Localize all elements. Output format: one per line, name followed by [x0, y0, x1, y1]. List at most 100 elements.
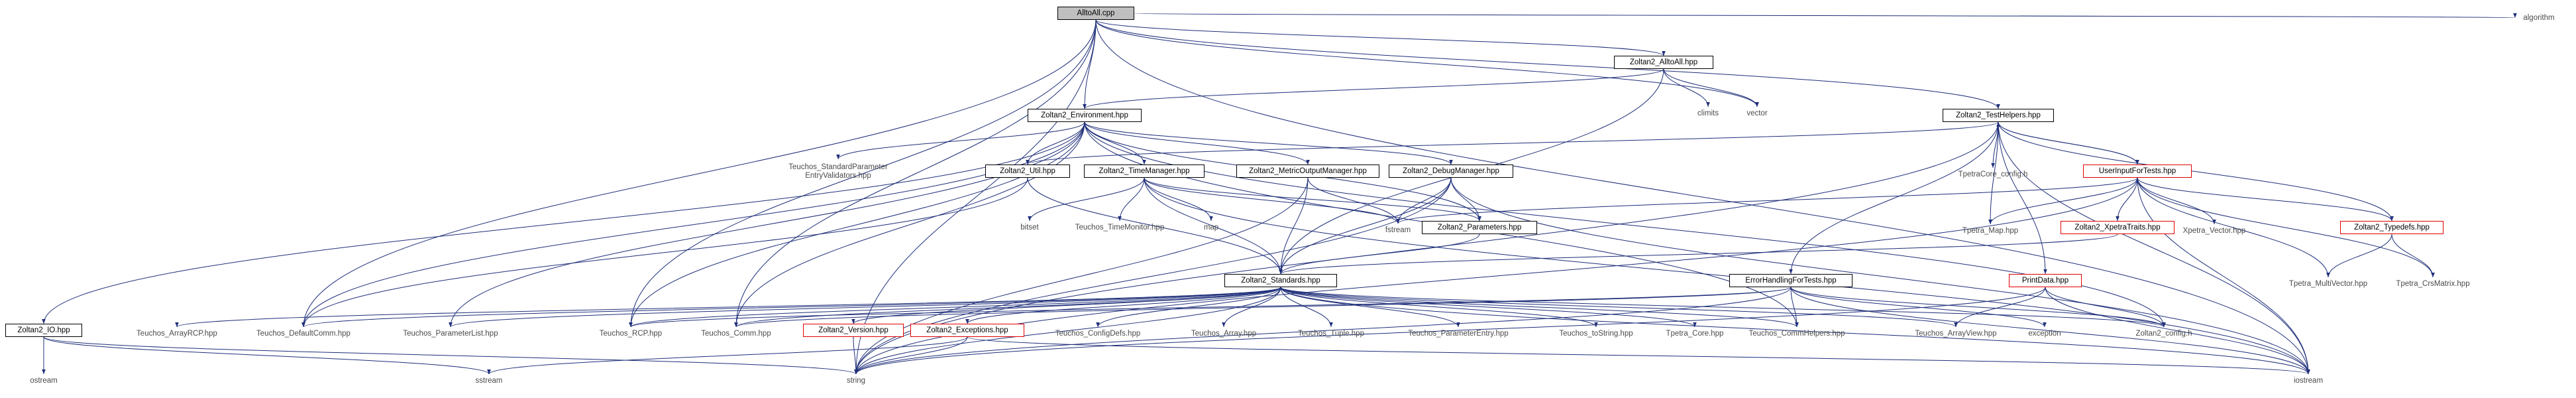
edge-zoltan2_exceptions-to-iostream	[967, 336, 2310, 375]
node-teuchos-arrayrcp[interactable]: Teuchos_ArrayRCP.hpp	[136, 329, 217, 338]
edge-zoltan2_environment-to-zoltan2_io	[42, 121, 1085, 324]
edge-alltoall_cpp-to-zoltan2_alltoall	[1095, 19, 1666, 56]
node-teuchos-rcp[interactable]: Teuchos_RCP.hpp	[599, 329, 663, 338]
node-tpetra-multivector[interactable]: Tpetra_MultiVector.hpp	[2288, 279, 2368, 288]
edge-userinputfortests-to-fstream	[1396, 177, 2138, 224]
node-map[interactable]: map	[1203, 223, 1219, 232]
node-zoltan2-typedefs[interactable]: Zoltan2_Typedefs.hpp	[2340, 221, 2443, 234]
node-teuchos-commhelpers[interactable]: Teuchos_CommHelpers.hpp	[1748, 329, 1845, 338]
node-exception[interactable]: exception	[2028, 329, 2061, 338]
node-zoltan2-alltoall[interactable]: Zoltan2_AlltoAll.hpp	[1614, 56, 1713, 69]
edge-zoltan2_environment-to-teuchos_defaultcomm	[301, 121, 1085, 328]
node-zoltan2-timemanager[interactable]: Zoltan2_TimeManager.hpp	[1084, 165, 1205, 178]
node-teuchos-standard-parameter-entry-validators[interactable]: Teuchos_StandardParameter EntryValidator…	[788, 163, 888, 180]
node-fstream[interactable]: fstream	[1385, 226, 1411, 234]
edge-errorhandlingfortests-to-teuchos_commhelpers	[1790, 287, 1799, 328]
node-zoltan2-io[interactable]: Zoltan2_IO.hpp	[5, 324, 82, 337]
edge-zoltan2_standards-to-teuchos_parameterlist	[449, 287, 1281, 328]
node-teuchos-parameterlist[interactable]: Teuchos_ParameterList.hpp	[403, 329, 498, 338]
edge-alltoall_cpp-to-string	[854, 19, 1097, 375]
node-iostream[interactable]: iostream	[2293, 376, 2324, 385]
node-teuchos-arrayview[interactable]: Teuchos_ArrayView.hpp	[1915, 329, 1997, 338]
node-sstream[interactable]: sstream	[475, 376, 503, 385]
node-teuchos-array[interactable]: Teuchos_Array.hpp	[1191, 329, 1257, 338]
edge-userinputfortests-to-iostream	[2137, 177, 2310, 375]
edge-zoltan2_standards-to-zoltan2_version	[851, 287, 1281, 324]
edge-zoltan2_typedefs-to-tpetra_multivector	[2326, 233, 2392, 278]
edge-zoltan2_testhelpers-to-tpetracore_config	[1991, 121, 1999, 168]
node-teuchos-timemonitor[interactable]: Teuchos_TimeMonitor.hpp	[1075, 223, 1165, 232]
edge-zoltan2_testhelpers-to-zoltan2_util	[1026, 121, 1999, 165]
node-teuchos-configdefs[interactable]: Teuchos_ConfigDefs.hpp	[1055, 329, 1141, 338]
edge-userinputfortests-to-zoltan2_typedefs	[2137, 177, 2394, 222]
edge-zoltan2_typedefs-to-tpetra_crsmatrix	[2391, 233, 2435, 278]
edge-zoltan2_alltoall-to-vector	[1663, 68, 1759, 107]
node-zoltan2-version[interactable]: Zoltan2_Version.hpp	[803, 324, 904, 337]
edge-zoltan2_timemanager-to-zoltan2_parameters	[1144, 177, 1481, 222]
edge-zoltan2_timemanager-to-teuchos_timemonitor	[1118, 177, 1145, 222]
edge-zoltan2_standards-to-teuchos_array	[1222, 287, 1281, 328]
edge-zoltan2_debugmanager-to-string	[854, 177, 1452, 375]
edge-zoltan2_metricoutput-to-fstream	[1307, 177, 1400, 224]
edge-zoltan2_io-to-sstream	[43, 336, 491, 375]
edge-zoltan2_standards-to-teuchos_commhelpers	[1280, 287, 1799, 328]
edge-zoltan2_util-to-teuchos_defaultcomm	[301, 177, 1028, 328]
edge-errorhandlingfortests-to-zoltan2_config	[1790, 287, 2166, 328]
node-teuchos-tuple[interactable]: Teuchos_Tuple.hpp	[1298, 329, 1364, 338]
node-zoltan2-util[interactable]: Zoltan2_Util.hpp	[985, 165, 1070, 178]
edge-zoltan2_standards-to-teuchos_comm	[734, 287, 1281, 328]
edge-alltoall_cpp-to-algorithm	[1134, 13, 2516, 19]
node-teuchos-parameterentry[interactable]: Teuchos_ParameterEntry.hpp	[1408, 329, 1509, 338]
node-zoltan2-standards[interactable]: Zoltan2_Standards.hpp	[1224, 274, 1337, 287]
node-tpetracore-config[interactable]: TpetraCore_config.h	[1958, 170, 2028, 178]
edge-zoltan2_standards-to-tpetra_core	[1280, 287, 1697, 328]
node-zoltan2-testhelpers[interactable]: Zoltan2_TestHelpers.hpp	[1943, 109, 2054, 122]
edge-zoltan2_exceptions-to-string	[854, 336, 968, 375]
edge-userinputfortests-to-string	[854, 177, 2138, 375]
edge-zoltan2_testhelpers-to-errorhandlingfortests	[1789, 121, 1999, 275]
edge-alltoall_cpp-to-zoltan2_environment	[1083, 19, 1097, 109]
node-ostream[interactable]: ostream	[30, 376, 58, 385]
edge-zoltan2_parameters-to-zoltan2_standards	[1279, 233, 1480, 275]
node-zoltan2-metricoutputmanager[interactable]: Zoltan2_MetricOutputManager.hpp	[1236, 165, 1379, 178]
edge-zoltan2_environment-to-teuchos_std_param	[836, 121, 1085, 160]
node-tpetra-core[interactable]: Tpetra_Core.hpp	[1666, 329, 1724, 338]
edge-alltoall_cpp-to-zoltan2_testhelpers	[1095, 19, 2000, 109]
node-algorithm[interactable]: algorithm	[2523, 13, 2555, 22]
node-tpetra-map[interactable]: Tpetra_Map.hpp	[1962, 226, 2019, 235]
node-zoltan2-config[interactable]: Zoltan2_config.h	[2135, 329, 2192, 338]
edge-zoltan2_standards-to-teuchos_defaultcomm	[301, 287, 1281, 328]
node-userinputfortests[interactable]: UserInputForTests.hpp	[2083, 165, 2192, 178]
node-errorhandlingfortests[interactable]: ErrorHandlingForTests.hpp	[1729, 274, 1852, 287]
edge-zoltan2_testhelpers-to-printdata	[1998, 121, 2047, 275]
node-teuchos-defaultcomm[interactable]: Teuchos_DefaultComm.hpp	[256, 329, 350, 338]
edge-alltoall_cpp-to-teuchos_defaultcomm	[301, 19, 1097, 328]
edge-zoltan2_standards-to-teuchos_configdefs	[1096, 287, 1281, 328]
node-zoltan2-parameters[interactable]: Zoltan2_Parameters.hpp	[1422, 221, 1537, 234]
edge-userinputfortests-to-xpetra_vector	[2137, 177, 2216, 225]
edge-zoltan2_debugmanager-to-fstream	[1396, 177, 1452, 224]
edge-errorhandlingfortests-to-teuchos_rcp	[629, 287, 1792, 328]
edge-printdata-to-zoltan2_config	[2045, 287, 2166, 328]
node-zoltan2-xpetratraits[interactable]: Zoltan2_XpetraTraits.hpp	[2061, 221, 2174, 234]
node-teuchos-tostring[interactable]: Teuchos_toString.hpp	[1559, 329, 1633, 338]
edge-zoltan2_environment-to-zoltan2_metricoutput	[1084, 121, 1310, 165]
node-bitset[interactable]: bitset	[1020, 223, 1039, 232]
edge-alltoall_cpp-to-iostream	[1095, 19, 2310, 375]
node-zoltan2-environment[interactable]: Zoltan2_Environment.hpp	[1028, 109, 1142, 122]
edge-zoltan2_standards-to-teuchos_tostring	[1280, 287, 1598, 328]
node-zoltan2-debugmanager[interactable]: Zoltan2_DebugManager.hpp	[1389, 165, 1513, 178]
node-xpetra-vector[interactable]: Xpetra_Vector.hpp	[2182, 226, 2246, 235]
node-string[interactable]: string	[846, 376, 866, 385]
node-teuchos-comm[interactable]: Teuchos_Comm.hpp	[701, 329, 771, 338]
node-climits[interactable]: climits	[1697, 109, 1719, 117]
node-alltoall-cpp[interactable]: AlltoAll.cpp	[1057, 7, 1134, 20]
edge-userinputfortests-to-zoltan2_testhelpers	[1996, 121, 2138, 165]
node-zoltan2-exceptions[interactable]: Zoltan2_Exceptions.hpp	[910, 324, 1024, 337]
edge-zoltan2_testhelpers-to-zoltan2_typedefs	[1998, 121, 2394, 222]
node-vector[interactable]: vector	[1746, 109, 1768, 117]
edge-zoltan2_debugmanager-to-iostream	[1450, 177, 2310, 375]
node-tpetra-crsmatrix[interactable]: Tpetra_CrsMatrix.hpp	[2396, 279, 2470, 288]
node-printdata[interactable]: PrintData.hpp	[2009, 274, 2082, 287]
edge-zoltan2_standards-to-teuchos_tuple	[1280, 287, 1333, 328]
